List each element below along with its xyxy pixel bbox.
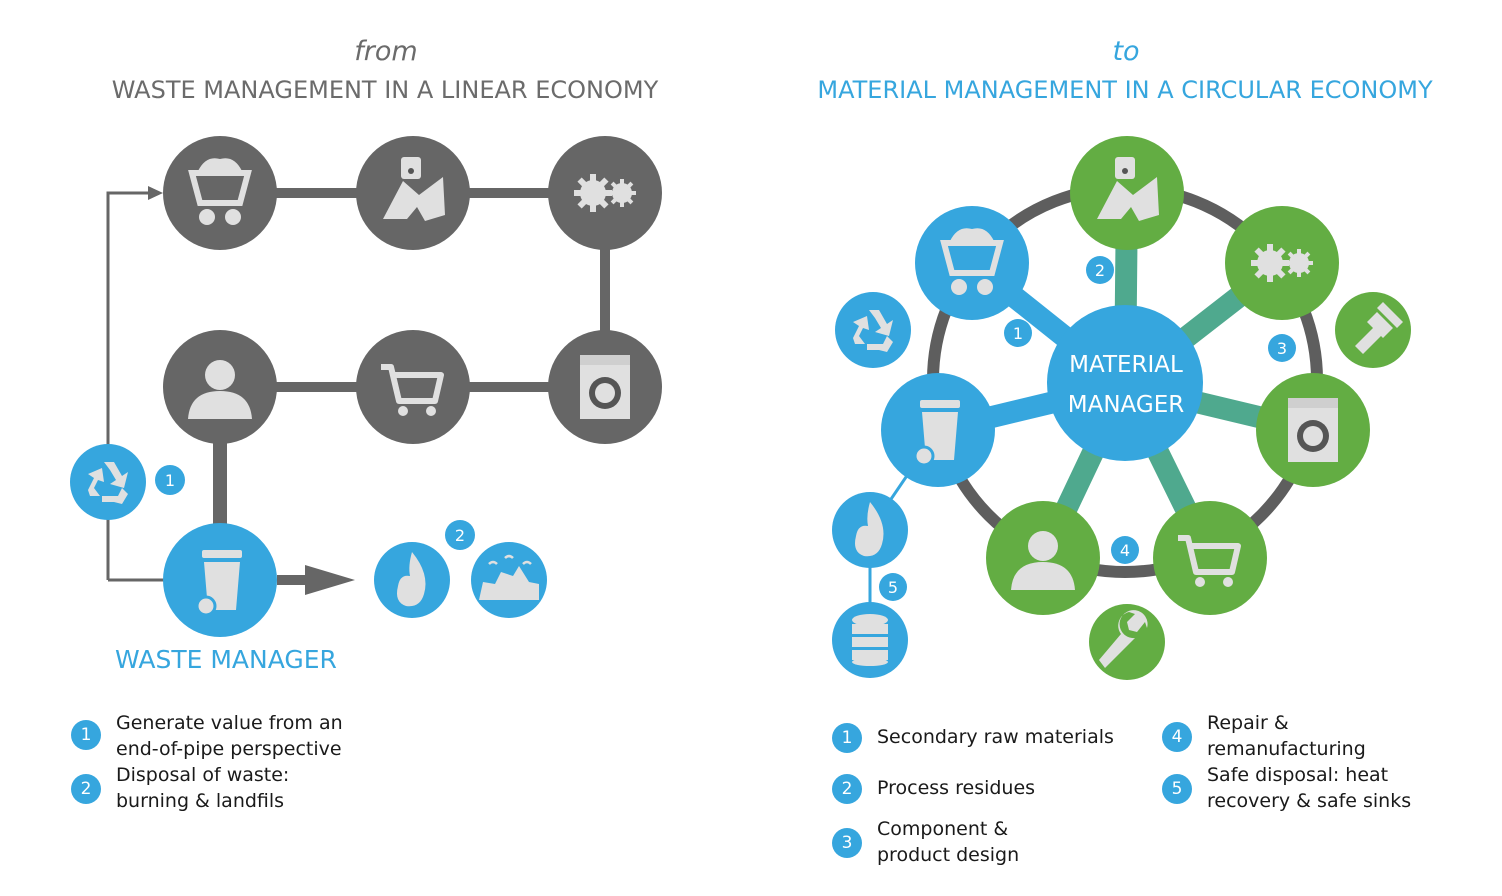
circ-waste-node xyxy=(881,373,995,487)
circular-economy-title: MATERIAL MANAGEMENT IN A CIRCULAR ECONOM… xyxy=(817,76,1433,104)
linear-recycle-node xyxy=(70,444,146,520)
legend-number: 4 xyxy=(1162,722,1192,752)
circ-product-node xyxy=(1256,373,1370,487)
material-manager-hub xyxy=(1047,305,1203,461)
material-manager-line2: MANAGER xyxy=(1067,392,1185,418)
circ-badge-1: 1 xyxy=(1004,319,1032,347)
mining-node xyxy=(163,136,277,250)
legend-number: 1 xyxy=(832,723,862,753)
production-node xyxy=(548,136,662,250)
circ-design-node xyxy=(1335,292,1411,368)
circ-badge-2: 2 xyxy=(1086,256,1114,284)
svg-text:4: 4 xyxy=(1120,541,1130,560)
washing-machine-icon xyxy=(1288,398,1338,462)
legend-text: Secondary raw materials xyxy=(877,726,1114,748)
product-node xyxy=(548,330,662,444)
linear-badge-1: 1 xyxy=(155,465,185,495)
circ-material-node xyxy=(1070,136,1184,250)
circ-badge-5: 5 xyxy=(879,573,907,601)
circ-consumer-node xyxy=(986,501,1100,615)
legend-number: 2 xyxy=(832,774,862,804)
legend-text: Process residues xyxy=(877,777,1036,799)
svg-text:1: 1 xyxy=(165,471,175,490)
circ-heat-node xyxy=(832,492,908,568)
material-node xyxy=(356,136,470,250)
from-label: from xyxy=(354,36,418,67)
legend-number: 1 xyxy=(71,720,101,750)
legend-number: 2 xyxy=(71,774,101,804)
circular-legend-item-1: 1 Secondary raw materials xyxy=(832,723,1114,753)
circ-badge-4: 4 xyxy=(1111,536,1139,564)
waste-manager-node xyxy=(163,523,277,637)
linear-economy-title: WASTE MANAGEMENT IN A LINEAR ECONOMY xyxy=(111,76,659,104)
svg-text:1: 1 xyxy=(1013,324,1023,343)
burning-node xyxy=(374,542,450,618)
legend-text: Disposal of waste:burning & landfils xyxy=(116,764,290,812)
legend-text: Component &product design xyxy=(877,818,1020,866)
circ-recycle-node xyxy=(835,292,911,368)
material-manager-line1: MATERIAL xyxy=(1069,352,1183,378)
retail-node xyxy=(356,330,470,444)
to-label: to xyxy=(1112,36,1140,67)
circular-legend-item-3: 3 Component &product design xyxy=(832,816,1019,868)
circ-repair-node xyxy=(1089,604,1165,680)
washing-machine-icon xyxy=(580,355,630,419)
circ-production-node xyxy=(1225,206,1339,320)
circ-retail-node xyxy=(1153,501,1267,615)
legend-text: Repair &remanufacturing xyxy=(1207,712,1366,760)
svg-text:2: 2 xyxy=(455,526,465,545)
legend-number: 3 xyxy=(832,828,862,858)
landfill-node xyxy=(471,542,547,618)
consumer-node xyxy=(163,330,277,444)
circ-badge-3: 3 xyxy=(1268,334,1296,362)
svg-text:2: 2 xyxy=(1095,261,1105,280)
linear-badge-2: 2 xyxy=(445,520,475,550)
circular-legend-item-2: 2 Process residues xyxy=(832,774,1035,804)
material-manager-label: MATERIAL MANAGER xyxy=(1046,345,1206,425)
svg-text:3: 3 xyxy=(1277,339,1287,358)
circ-sink-node xyxy=(832,602,908,678)
linear-legend-item-2: 2 Disposal of waste:burning & landfils xyxy=(71,762,289,814)
waste-manager-label: WASTE MANAGER xyxy=(115,645,337,674)
circular-legend-item-4: 4 Repair &remanufacturing xyxy=(1162,710,1366,762)
svg-text:5: 5 xyxy=(888,578,898,597)
circ-mining-node xyxy=(915,206,1029,320)
legend-number: 5 xyxy=(1162,774,1192,804)
barrel-icon xyxy=(852,614,888,666)
